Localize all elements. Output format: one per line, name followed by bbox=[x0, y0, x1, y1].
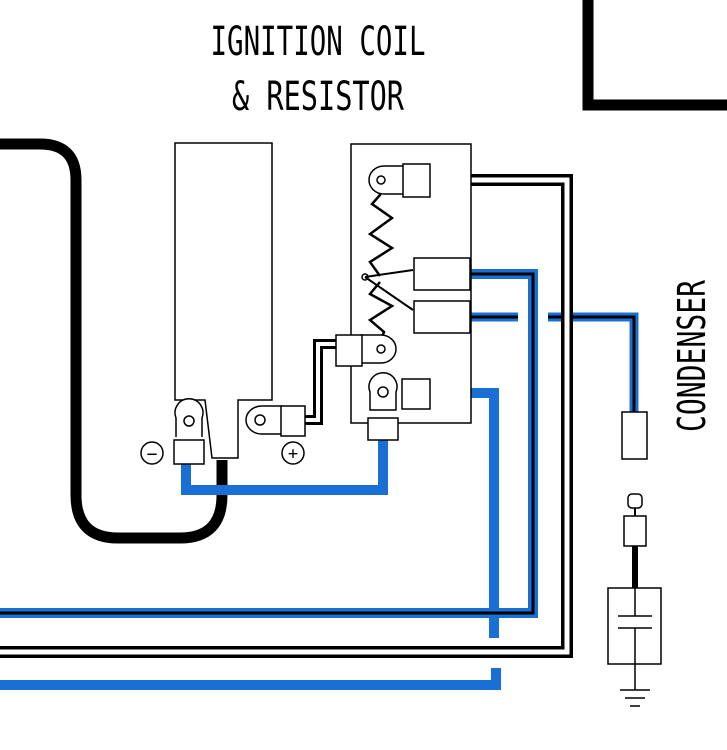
title-line-1: IGNITION COIL bbox=[211, 19, 426, 65]
condenser-label: CONDENSER bbox=[670, 280, 714, 432]
black-white-wire bbox=[0, 174, 573, 658]
title-line-2: & RESISTOR bbox=[232, 74, 405, 120]
blue-black-wire bbox=[0, 269, 538, 618]
bottom-blue-wire bbox=[0, 668, 501, 690]
condenser-body bbox=[607, 493, 662, 690]
svg-text:−: − bbox=[147, 444, 158, 465]
resistor-coil-feed-terminal bbox=[335, 334, 397, 367]
ground-symbol bbox=[620, 689, 650, 707]
resistor-element-lower bbox=[367, 281, 395, 343]
ground-loop-wire bbox=[0, 138, 228, 544]
resistor-element-upper bbox=[367, 185, 395, 277]
coil-positive-wire bbox=[305, 339, 336, 425]
resistor-bottom-terminal bbox=[367, 372, 431, 441]
resistor-terminal-blue-wire bbox=[430, 388, 499, 638]
negative-symbol: − bbox=[140, 441, 164, 465]
coil-positive-terminal bbox=[245, 405, 306, 437]
coil-negative-terminal bbox=[173, 398, 205, 465]
resistor-spade-connector-2 bbox=[413, 300, 471, 334]
positive-symbol: + bbox=[281, 441, 305, 465]
tap-leads bbox=[364, 269, 414, 311]
condenser-connector bbox=[621, 411, 648, 460]
svg-text:+: + bbox=[288, 444, 298, 464]
condenser-lead-wire bbox=[470, 312, 639, 412]
resistor-top-terminal bbox=[368, 163, 431, 198]
frame-corner bbox=[582, 0, 727, 111]
coil-negative-blue-wire bbox=[181, 438, 388, 495]
resistor-spade-connector-1 bbox=[413, 257, 471, 291]
